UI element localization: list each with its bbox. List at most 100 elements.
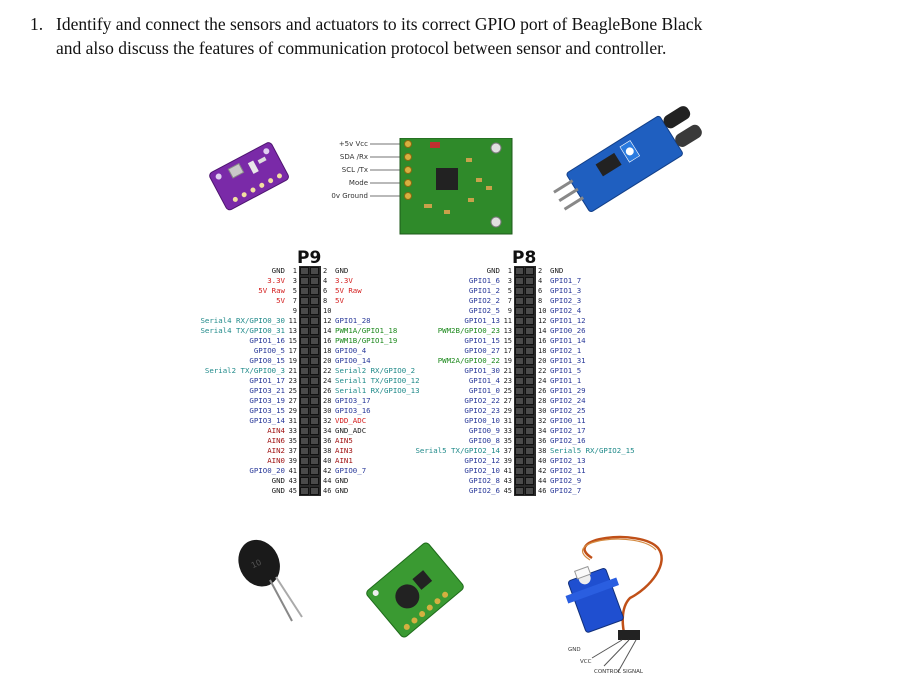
p8-pin-pad bbox=[515, 417, 524, 425]
p9-pin-pad bbox=[300, 297, 309, 305]
p8-pin-pad bbox=[525, 467, 534, 475]
p8-pin-number: 11 bbox=[503, 317, 512, 325]
p9-pin-pad bbox=[310, 467, 319, 475]
p8-pin-number: 3 bbox=[507, 277, 512, 285]
p9-pin-number: 45 bbox=[288, 487, 297, 495]
p8-pin-number: 6 bbox=[538, 287, 543, 295]
p8-pin-number: 25 bbox=[503, 387, 512, 395]
p8-pin-number: 28 bbox=[538, 397, 547, 405]
p9-pin-pad bbox=[310, 387, 319, 395]
p9-pin-21-label: Serial2 TX/GPIO0_3 bbox=[204, 366, 285, 375]
p9-pin-number: 18 bbox=[323, 347, 332, 355]
p9-pin-2-label: GND bbox=[335, 266, 349, 275]
p9-pin-pad bbox=[300, 457, 309, 465]
p9-pin-29-label: GPIO3_15 bbox=[249, 406, 285, 415]
p9-pin-number: 21 bbox=[288, 367, 297, 375]
ir-sensor-module-image bbox=[553, 106, 702, 212]
p9-pin-11-label: Serial4 RX/GPIO0_30 bbox=[200, 316, 285, 325]
p8-pin-37-label: Serial5 TX/GPIO2_14 bbox=[415, 446, 500, 455]
p8-pin-pad bbox=[525, 417, 534, 425]
p8-pin-number: 45 bbox=[503, 487, 512, 495]
p9-pin-44-label: GND bbox=[335, 476, 349, 485]
p9-pin-number: 44 bbox=[323, 477, 332, 485]
p8-pin-45-label: GPIO2_6 bbox=[468, 486, 500, 495]
p8-pin-33-label: GPIO0_9 bbox=[468, 426, 500, 435]
p8-pin-number: 23 bbox=[503, 377, 512, 385]
p9-pin-pad bbox=[300, 277, 309, 285]
p9-pin-number: 31 bbox=[288, 417, 297, 425]
p8-pin-pad bbox=[525, 297, 534, 305]
p8-pin-pad bbox=[515, 437, 524, 445]
p9-pin-22-label: Serial2 RX/GPIO0_2 bbox=[335, 366, 416, 375]
p9-pin-number: 20 bbox=[323, 357, 332, 365]
p8-pin-16-label: GPIO1_14 bbox=[550, 336, 586, 345]
p8-pin-pad bbox=[515, 317, 524, 325]
p8-pin-number: 2 bbox=[538, 267, 543, 275]
p9-pin-pad bbox=[310, 417, 319, 425]
p9-pin-pad bbox=[310, 437, 319, 445]
p8-pin-number: 13 bbox=[503, 327, 512, 335]
servo-label-vcc: VCC bbox=[580, 659, 592, 665]
p9-pin-45-label: GND bbox=[271, 486, 285, 495]
servo-motor-icon bbox=[565, 535, 663, 673]
p8-pin-number: 20 bbox=[538, 357, 547, 365]
question-line-2: and also discuss the features of communi… bbox=[56, 38, 667, 58]
p8-pin-pad bbox=[525, 437, 534, 445]
p8-pin-pad bbox=[525, 337, 534, 345]
p8-pin-pad bbox=[525, 267, 534, 275]
pin-label-vcc: +5v Vcc bbox=[338, 140, 368, 148]
p8-pin-number: 33 bbox=[503, 427, 512, 435]
p8-pin-31-label: GPIO0_10 bbox=[464, 416, 500, 425]
p8-pin-pad bbox=[515, 377, 524, 385]
p9-pin-pad bbox=[300, 267, 309, 275]
p9-pin-pad bbox=[300, 307, 309, 315]
p8-pin-number: 16 bbox=[538, 337, 547, 345]
p9-pin-pad bbox=[300, 357, 309, 365]
p9-pin-pad bbox=[310, 287, 319, 295]
p8-pin-29-label: GPIO2_23 bbox=[464, 406, 500, 415]
thermistor-image: 10 bbox=[238, 539, 303, 622]
p9-pin-number: 43 bbox=[288, 477, 297, 485]
p9-pin-17-label: GPIO0_5 bbox=[253, 346, 285, 355]
p9-pin-pad bbox=[300, 377, 309, 385]
question-number: 1. bbox=[30, 14, 44, 34]
p8-pin-pad bbox=[515, 297, 524, 305]
servo-motor: GND VCC CONTROL SIGNAL bbox=[530, 528, 690, 678]
p9-pin-number: 41 bbox=[288, 467, 297, 475]
p9-pin-number: 34 bbox=[323, 427, 332, 435]
p8-pin-pad bbox=[515, 347, 524, 355]
p9-pin-number: 25 bbox=[288, 387, 297, 395]
p8-pin-pad bbox=[525, 477, 534, 485]
p8-pin-number: 40 bbox=[538, 457, 547, 465]
servo-label-signal: CONTROL SIGNAL bbox=[594, 669, 643, 675]
p8-pin-number: 31 bbox=[503, 417, 512, 425]
p9-pin-number: 6 bbox=[323, 287, 328, 295]
p8-pin-number: 27 bbox=[503, 397, 512, 405]
p8-pin-number: 18 bbox=[538, 347, 547, 355]
p9-pin-pad bbox=[310, 457, 319, 465]
p9-pin-1-label: GND bbox=[271, 266, 285, 275]
p9-pin-number: 17 bbox=[288, 347, 297, 355]
p8-pin-25-label: GPIO1_0 bbox=[468, 386, 500, 395]
p9-pin-46-label: GND bbox=[335, 486, 349, 495]
p8-pin-number: 34 bbox=[538, 427, 547, 435]
p8-pin-39-label: GPIO2_12 bbox=[464, 456, 500, 465]
p8-pin-5-label: GPIO1_2 bbox=[468, 286, 500, 295]
p8-pin-number: 42 bbox=[538, 467, 547, 475]
p8-pin-pad bbox=[515, 447, 524, 455]
p9-pin-pad bbox=[300, 437, 309, 445]
p9-pin-3-label: 3.3V bbox=[267, 276, 285, 285]
p8-pin-4-label: GPIO1_7 bbox=[550, 276, 582, 285]
p9-pin-number: 9 bbox=[292, 307, 297, 315]
p8-pin-number: 9 bbox=[507, 307, 512, 315]
p9-pin-number: 27 bbox=[288, 397, 297, 405]
p8-pin-pad bbox=[515, 427, 524, 435]
p9-pin-pad bbox=[310, 277, 319, 285]
p8-pin-pad bbox=[525, 277, 534, 285]
p9-pin-41-label: GPIO0_20 bbox=[249, 466, 285, 475]
p8-pin-pad bbox=[525, 317, 534, 325]
p8-pin-pad bbox=[525, 377, 534, 385]
p8-pin-30-label: GPIO2_25 bbox=[550, 406, 586, 415]
p8-pin-43-label: GPIO2_8 bbox=[468, 476, 500, 485]
p8-pin-pad bbox=[525, 407, 534, 415]
